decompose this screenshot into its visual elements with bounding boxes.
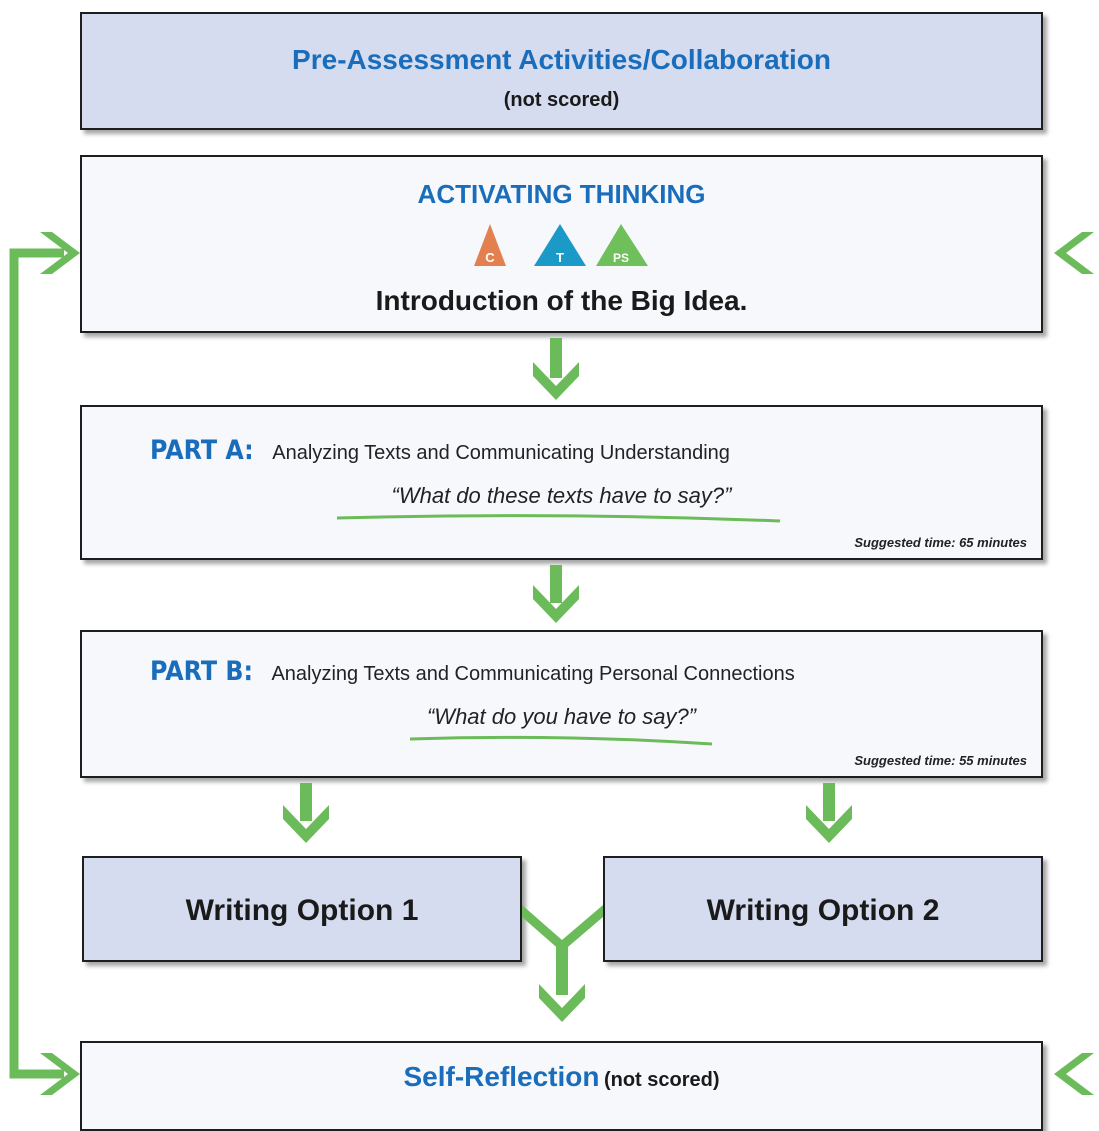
part-a-question: “What do these texts have to say?”: [391, 483, 732, 508]
svg-text:T: T: [556, 250, 564, 265]
writing-option-2-label: Writing Option 2: [706, 894, 940, 927]
part-b-underline: [409, 735, 713, 746]
down-arrow-right: [806, 783, 852, 843]
part-a-title: Analyzing Texts and Communicating Unders…: [272, 442, 730, 464]
right-arrow-head-bottom: [1054, 1053, 1094, 1095]
part-b-question: “What do you have to say?”: [426, 704, 697, 729]
big-idea-text: Introduction of the Big Idea.: [375, 285, 748, 316]
activating-thinking-title: ACTIVATING THINKING: [417, 179, 706, 209]
writing-option-1-label: Writing Option 1: [185, 894, 419, 927]
down-arrow-1: [533, 338, 579, 400]
badge-ps: PS: [596, 224, 648, 266]
pre-assessment-subtitle: (not scored): [503, 89, 620, 111]
badge-t: T: [534, 224, 586, 266]
svg-text:PS: PS: [613, 251, 629, 265]
part-a-label: PART A:: [150, 435, 254, 466]
part-b-time: Suggested time: 55 minutes: [854, 753, 1027, 768]
svg-text:C: C: [485, 250, 495, 265]
part-b-label: PART B:: [150, 656, 253, 687]
activating-thinking-box: ACTIVATING THINKING Introduction of the …: [80, 155, 1043, 333]
left-arrow-head-bottom: [40, 1053, 80, 1095]
self-reflection-note: (not scored): [603, 1069, 720, 1091]
self-reflection-title: Self-Reflection: [403, 1061, 600, 1092]
down-arrow-2: [533, 565, 579, 623]
writing-option-2-box: Writing Option 2: [603, 856, 1043, 962]
right-arrow-head-top: [1054, 232, 1094, 274]
badge-c: C: [474, 224, 506, 266]
part-b-title: Analyzing Texts and Communicating Person…: [271, 663, 795, 685]
part-a-underline: [336, 514, 781, 523]
part-b-box: PART B: Analyzing Texts and Communicatin…: [80, 630, 1043, 778]
down-arrow-left: [283, 783, 329, 843]
writing-option-1-box: Writing Option 1: [82, 856, 522, 962]
pre-assessment-title: Pre-Assessment Activities/Collaboration: [292, 44, 831, 75]
merge-arrow: [522, 905, 603, 1022]
part-a-box: PART A: Analyzing Texts and Communicatin…: [80, 405, 1043, 560]
left-arrow-head-top: [40, 232, 80, 274]
pre-assessment-box: Pre-Assessment Activities/Collaboration …: [80, 12, 1043, 130]
part-a-time: Suggested time: 65 minutes: [854, 535, 1027, 550]
loop-line: [9, 248, 64, 1079]
